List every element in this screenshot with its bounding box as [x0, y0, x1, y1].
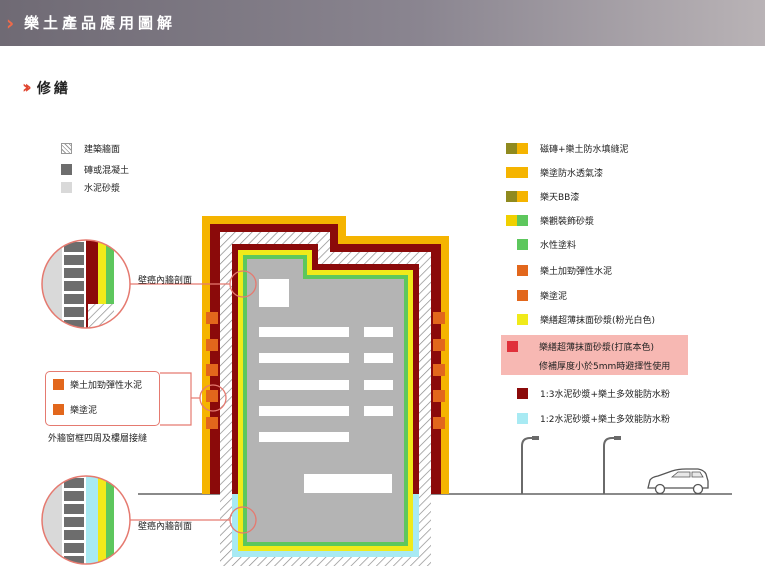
window-item-label: 樂塗泥 — [70, 406, 98, 416]
legend-highlight-block: 樂繕超薄抹面砂漿(打底本色) 修補厚度小於5mm時避擇性使用 — [501, 335, 688, 375]
header-title: 樂土產品應用圖解 — [24, 14, 177, 32]
legend-label: 建築牆面 — [84, 145, 121, 155]
legend-elastic-cement: 樂土加勁彈性水泥 — [506, 264, 612, 277]
section-title: 修繕 — [36, 81, 71, 97]
window-item-1: 樂土加勁彈性水泥 — [53, 378, 142, 391]
swatch — [517, 314, 528, 325]
legend-label: 1:3水泥砂漿+樂土多效能防水粉 — [540, 390, 671, 400]
legend-label: 樂土加勁彈性水泥 — [540, 267, 613, 277]
car-icon — [647, 468, 709, 495]
window-item-2: 樂塗泥 — [53, 403, 97, 416]
section-heading: ››修繕 — [22, 77, 71, 98]
swatch — [517, 388, 528, 399]
street-lamp-icon — [521, 436, 539, 494]
swatch — [517, 239, 528, 250]
building-section — [202, 216, 449, 566]
swatch — [517, 265, 528, 276]
window-item-label: 樂土加勁彈性水泥 — [70, 381, 143, 391]
legend-label: 磁磚+樂土防水填縫泥 — [540, 145, 629, 155]
detail-circle-bottom — [41, 475, 131, 565]
connector-bracket — [160, 372, 192, 426]
wall-section-top-label: 壁癌內牆剖面 — [138, 276, 193, 286]
legend-brick: 磚或混凝土 — [61, 163, 129, 176]
window-caption: 外牆窗框四周及樓層接縫 — [48, 434, 148, 444]
header-bar: › 樂土產品應用圖解 — [0, 0, 765, 46]
legend-mortar-12: 1:2水泥砂漿+樂土多效能防水粉 — [506, 412, 670, 425]
window-callout-box: 樂土加勁彈性水泥 樂塗泥 — [45, 371, 160, 426]
header-chevron-icon: › — [6, 11, 15, 35]
detail-circle-top — [41, 239, 131, 329]
swatch-pair — [506, 167, 528, 178]
swatch-pair — [506, 215, 528, 226]
street-lamp-icon — [603, 436, 621, 494]
mortar-swatch — [61, 182, 72, 193]
swatch — [517, 413, 528, 424]
swatch — [517, 290, 528, 301]
brick-swatch — [61, 164, 72, 175]
legend-thin-mortar-white: 樂繕超薄抹面砂漿(粉光白色) — [506, 313, 655, 326]
hatch-swatch — [61, 143, 72, 154]
legend-cement-mortar: 水泥砂漿 — [61, 181, 120, 194]
legend-label: 水性塗料 — [540, 241, 577, 251]
legend-label: 磚或混凝土 — [84, 166, 130, 176]
swatch-pair — [506, 143, 528, 154]
legend-water-paint: 水性塗料 — [506, 238, 576, 251]
legend-mortar-13: 1:3水泥砂漿+樂土多效能防水粉 — [506, 387, 670, 400]
legend-label: 樂塗泥 — [540, 292, 568, 302]
highlight-label: 樂繕超薄抹面砂漿(打底本色) — [539, 343, 655, 353]
legend-label: 樂觀裝飾砂漿 — [540, 217, 595, 227]
legend-label: 1:2水泥砂漿+樂土多效能防水粉 — [540, 415, 671, 425]
legend-bb-paint: 樂天BB漆 — [506, 190, 579, 203]
legend-waterproof-paint: 樂塗防水透氣漆 — [506, 166, 603, 179]
legend-tile-grout: 磁磚+樂土防水填縫泥 — [506, 142, 629, 155]
legend-letu-mud: 樂塗泥 — [506, 289, 567, 302]
wall-section-bottom-label: 壁癌內牆剖面 — [138, 522, 193, 532]
legend-label: 樂塗防水透氣漆 — [540, 169, 604, 179]
legend-label: 樂繕超薄抹面砂漿(粉光白色) — [540, 316, 656, 326]
legend-label: 樂天BB漆 — [540, 193, 580, 203]
swatch — [507, 341, 518, 352]
legend-building-wall: 建築牆面 — [61, 142, 120, 155]
highlight-note: 修補厚度小於5mm時避擇性使用 — [539, 362, 671, 372]
legend-decorative-mortar: 樂觀裝飾砂漿 — [506, 214, 594, 227]
swatch-pair — [506, 191, 528, 202]
legend-label: 水泥砂漿 — [84, 184, 121, 194]
